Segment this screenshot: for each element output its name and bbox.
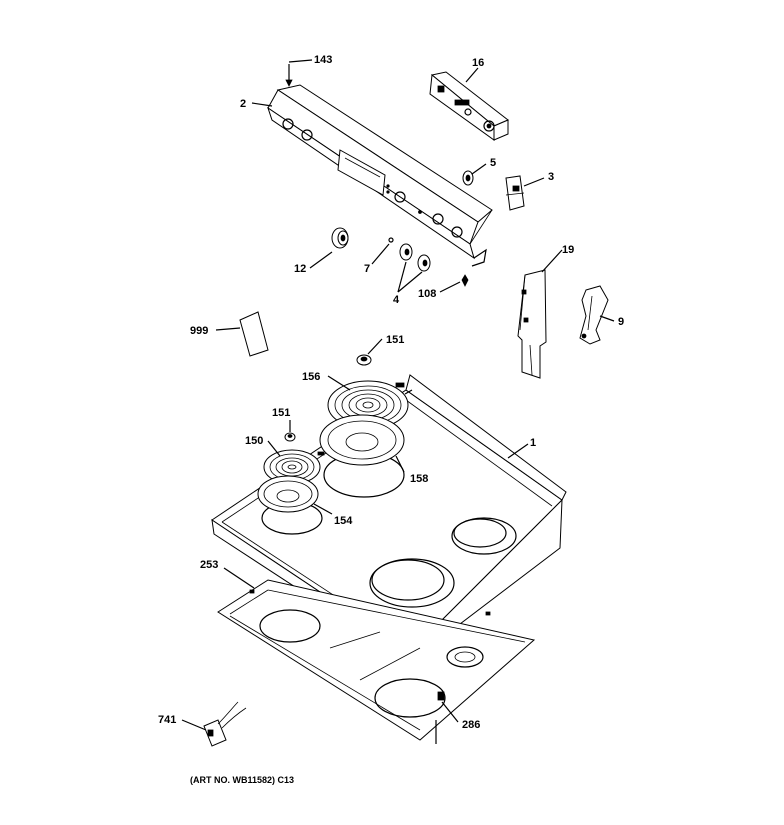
burner-box	[217, 579, 536, 741]
art-number-caption: (ART NO. WB11582) C13	[190, 775, 294, 785]
label-12: 12	[294, 263, 306, 275]
knob-5	[462, 170, 474, 186]
bracket-19	[517, 269, 547, 379]
label-253: 253	[200, 559, 218, 571]
leader-lines	[181, 59, 615, 744]
knob-12	[331, 227, 349, 249]
label-286: 286	[462, 719, 480, 731]
label-108: 108	[418, 288, 436, 300]
label-156: 156	[302, 371, 320, 383]
knobs-4	[399, 243, 431, 272]
screw-108	[461, 274, 469, 287]
control-panel	[267, 64, 493, 267]
terminal-block-741	[203, 701, 247, 747]
switch-3	[505, 175, 525, 211]
part-labels: 143 2 16 5 3 12 7 4 108 19 9 999 151 156…	[158, 54, 624, 731]
label-154: 154	[334, 515, 353, 527]
receptacle-151-b	[284, 432, 296, 442]
label-5: 5	[490, 157, 496, 169]
drip-bowl-158	[319, 414, 405, 466]
label-150: 150	[245, 435, 263, 447]
bracket-9	[579, 285, 609, 345]
label-4: 4	[393, 294, 400, 306]
label-2: 2	[240, 98, 246, 110]
label-158: 158	[410, 473, 428, 485]
label-19: 19	[562, 244, 574, 256]
label-741: 741	[158, 714, 176, 726]
label-3: 3	[548, 171, 554, 183]
literature-999	[239, 311, 269, 357]
label-999: 999	[190, 325, 208, 337]
control-board	[429, 71, 509, 141]
label-143: 143	[314, 54, 332, 66]
receptacle-151-a	[356, 354, 372, 366]
clip-7	[388, 237, 394, 243]
label-9: 9	[618, 316, 624, 328]
drip-bowl-154	[257, 475, 319, 513]
label-151-a: 151	[386, 334, 404, 346]
label-16: 16	[472, 57, 484, 69]
label-151-b: 151	[272, 407, 290, 419]
label-1: 1	[530, 437, 536, 449]
label-7: 7	[364, 263, 370, 275]
